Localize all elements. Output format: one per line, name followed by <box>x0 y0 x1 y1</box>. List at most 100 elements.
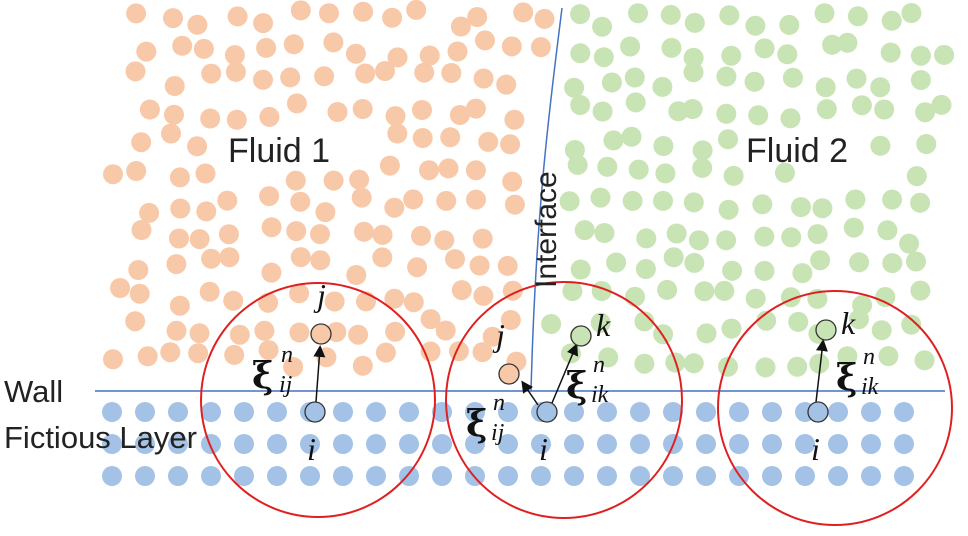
fluid1-particle <box>290 191 311 212</box>
wall-particle <box>861 434 881 454</box>
fluid2-particle <box>559 191 580 212</box>
fluid2-particle <box>570 4 591 25</box>
fluid2-particle <box>570 95 591 115</box>
fluid1-particle <box>314 66 335 87</box>
fluid1-particle <box>226 109 247 130</box>
fluid1-particle <box>131 132 152 153</box>
fluid2-particle <box>657 279 678 300</box>
wall-particle <box>564 466 584 486</box>
wall-particle <box>828 434 848 454</box>
wall-particle <box>366 466 386 486</box>
fluid2-particle <box>809 353 830 374</box>
fluid1-particle <box>193 38 214 59</box>
fluid1-particle <box>352 99 373 119</box>
fluid1-particle <box>500 134 521 155</box>
wall-particle <box>333 466 353 486</box>
fluid2-particle <box>541 314 562 334</box>
fluid1-particle <box>504 109 525 130</box>
label-j-left: j <box>313 277 326 313</box>
fluid1-particle <box>465 160 486 181</box>
fluid1-particle <box>139 99 160 120</box>
fluid1-particle <box>289 283 310 304</box>
fluid1-particle <box>467 7 488 27</box>
fluid1-particles <box>103 0 555 377</box>
fluid2-particle <box>564 77 585 98</box>
wall-particle <box>102 402 122 422</box>
xi-middle-k: ξ <box>566 365 587 407</box>
fluid1-particle <box>447 41 468 62</box>
fluid2-particle <box>721 45 742 66</box>
fluid2-particle <box>877 220 898 241</box>
fluid2-particle <box>906 251 926 272</box>
fluid1-particle <box>286 93 307 114</box>
fluid1-particle <box>229 324 250 345</box>
wall-particle <box>234 466 254 486</box>
fluid2-particle <box>878 346 899 367</box>
fluid2-particle <box>652 76 673 97</box>
fluid1-particle <box>445 249 465 270</box>
fluid2-particle <box>837 32 858 53</box>
wall-particle <box>201 402 221 422</box>
fluid1-particle <box>354 221 374 242</box>
fluid1-particle <box>261 217 282 238</box>
fluid1-particle <box>166 254 187 275</box>
fluid1-particle <box>169 167 190 188</box>
fluid2-particle <box>598 347 619 368</box>
fluid1-particle <box>530 37 551 58</box>
fluid1-particle <box>502 171 523 192</box>
xi-middle-k-sub: ik <box>591 382 609 408</box>
wall-particle <box>795 466 815 486</box>
particle-j-left <box>310 323 332 345</box>
fluid2-particle <box>870 77 891 98</box>
xi-middle-k-sup: n <box>593 352 605 378</box>
fluid1-particle <box>166 320 187 341</box>
fluid1-particle <box>387 123 408 144</box>
fluid2-particle <box>775 162 795 183</box>
xi-left-sup: n <box>281 342 293 368</box>
fluid1-particle <box>375 342 396 363</box>
fluid1-particle <box>254 320 275 341</box>
fluid2-particle <box>625 92 646 113</box>
fluid1-particle <box>136 41 157 62</box>
fluid2-particle <box>574 220 595 241</box>
fluid2-particle <box>745 15 766 36</box>
fluid2-particle <box>791 197 811 218</box>
fluid2-particle <box>723 165 744 186</box>
wall-particle <box>465 402 485 422</box>
fluid2-particle <box>564 140 585 160</box>
fluid1-particle <box>189 229 210 250</box>
wall-particle <box>333 434 353 454</box>
fluid1-particle <box>315 202 336 223</box>
fluid2-particle <box>635 259 656 279</box>
fluid2-particle <box>694 281 715 302</box>
wall-particle <box>399 466 419 486</box>
fluid2-particle <box>875 287 896 307</box>
wall-particle <box>168 402 188 422</box>
fluid2-particle <box>634 353 655 374</box>
wall-particle <box>168 466 188 486</box>
wall-particle <box>630 434 650 454</box>
influence-circle-left <box>200 282 436 518</box>
fluid2-particle <box>910 280 931 301</box>
wall-particle <box>498 434 518 454</box>
fluid2-particle <box>636 228 657 249</box>
fluid2-particle <box>787 356 808 377</box>
fluid2-particle <box>714 280 735 301</box>
fluid2-particle <box>624 67 645 88</box>
fluid2-particle <box>901 3 922 23</box>
fluid1-particle <box>129 283 150 304</box>
wall-particle <box>267 466 287 486</box>
fluid1-particle <box>482 326 503 347</box>
fluid1-particle <box>131 220 152 240</box>
fluid1-particle <box>379 155 400 176</box>
fluid1-particle <box>504 194 525 215</box>
fluid1-particle <box>411 225 431 246</box>
fluid2-particle <box>628 159 649 180</box>
fluid2-particle <box>592 101 613 122</box>
fluid1-particle <box>352 355 373 376</box>
fluid2-particle <box>684 252 705 273</box>
fluid2-particle <box>682 99 703 119</box>
fluid1-particle <box>280 67 301 88</box>
fluid2-particle <box>620 36 641 57</box>
fluid1-particle <box>420 309 441 330</box>
